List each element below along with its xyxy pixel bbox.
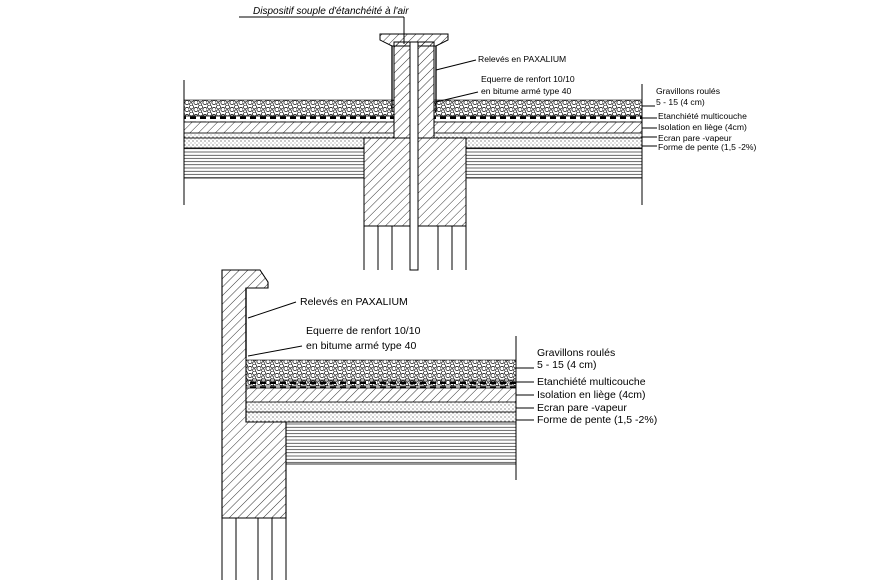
bottom-label-upstand: Relevés en PAXALIUM bbox=[300, 296, 408, 308]
top-vent-column bbox=[363, 33, 467, 271]
top-layer-labels: Gravillons roulés 5 - 15 (4 cm) Etanchié… bbox=[642, 86, 757, 152]
top-detail: Dispositif souple d'étanchéité à l'air R… bbox=[183, 6, 757, 271]
top-layer-label: Gravillons roulés bbox=[656, 86, 720, 96]
bottom-layer-label: 5 - 15 (4 cm) bbox=[537, 359, 597, 371]
top-layer-label: Isolation en liège (4cm) bbox=[658, 122, 747, 132]
bottom-label-angle-1: Equerre de renfort 10/10 bbox=[306, 325, 421, 337]
bottom-layer-label: Forme de pente (1,5 -2%) bbox=[537, 414, 657, 426]
bottom-roof-layers bbox=[245, 336, 517, 480]
top-layer-label: Forme de pente (1,5 -2%) bbox=[658, 142, 757, 152]
bottom-detail: Relevés en PAXALIUM Equerre de renfort 1… bbox=[221, 269, 657, 580]
bottom-label-angle-2: en bitume armé type 40 bbox=[306, 340, 416, 352]
bottom-layer-label: Isolation en liège (4cm) bbox=[537, 389, 646, 401]
top-layer-label: 5 - 15 (4 cm) bbox=[656, 97, 705, 107]
top-layer-label: Ecran pare -vapeur bbox=[658, 133, 732, 143]
top-label-angle-1: Equerre de renfort 10/10 bbox=[481, 74, 575, 84]
top-title: Dispositif souple d'étanchéité à l'air bbox=[253, 6, 409, 17]
bottom-layer-label: Etanchiété multicouche bbox=[537, 376, 646, 388]
top-label-upstand: Relevés en PAXALIUM bbox=[478, 54, 566, 64]
top-label-angle-2: en bitume armé type 40 bbox=[481, 86, 572, 96]
bottom-parapet bbox=[221, 269, 287, 580]
bottom-layer-label: Gravillons roulés bbox=[537, 347, 615, 359]
bottom-layer-label: Ecran pare -vapeur bbox=[537, 402, 627, 414]
bottom-layer-labels: Gravillons roulés 5 - 15 (4 cm) Etanchié… bbox=[516, 347, 657, 426]
top-layer-label: Etanchiété multicouche bbox=[658, 111, 747, 121]
